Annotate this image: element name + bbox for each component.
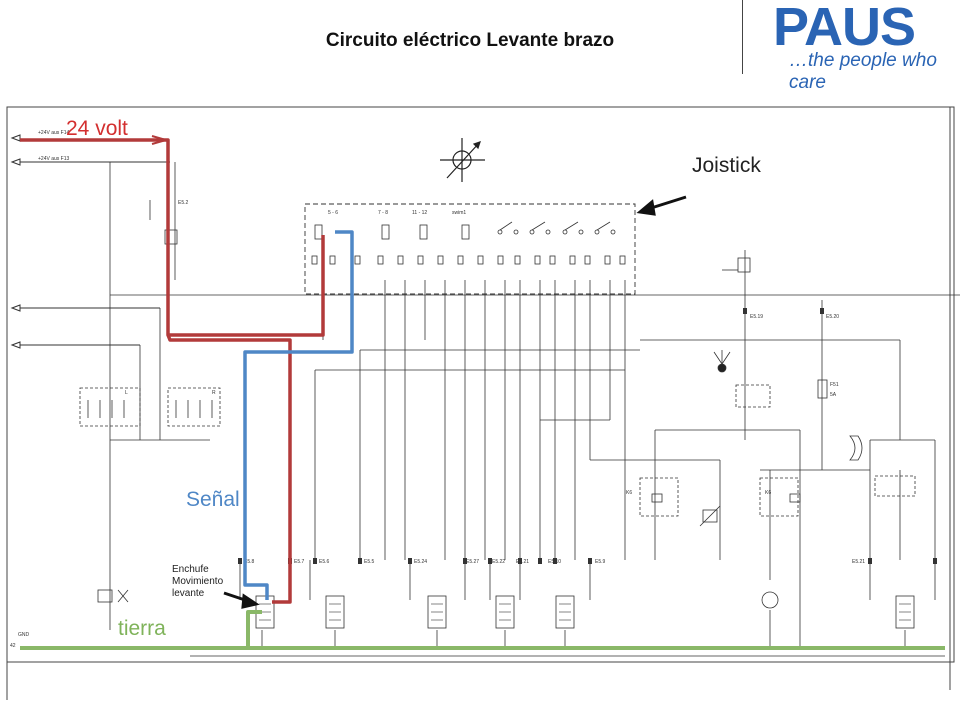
- e-label-6: E5.27: [466, 559, 479, 565]
- voltage-label: 24 volt: [66, 117, 128, 140]
- col3-text: 11 - 12: [412, 210, 427, 216]
- fuse-text: F51: [830, 382, 839, 388]
- feed-arrows: [10, 134, 170, 349]
- connector-arrow: [223, 591, 260, 609]
- connector-label: Enchufe Movimiento levante: [172, 564, 224, 599]
- e-label-4: E5.5: [364, 559, 375, 565]
- logo-word: PAUS: [773, 0, 916, 57]
- signal-path: [243, 230, 354, 600]
- joystick-contacts: [311, 221, 626, 265]
- logo: PAUS …the people who care: [742, 0, 960, 93]
- fuse-rating-text: 5A: [830, 392, 837, 398]
- e-label-10: E5.9: [595, 559, 606, 565]
- diagram-frame: [6, 106, 955, 663]
- col4-text: swim1: [452, 210, 466, 216]
- gnd-text: GND: [18, 632, 30, 638]
- col1-text: 5 - 6: [328, 210, 338, 216]
- terminal-strips: [255, 595, 915, 629]
- relay-r-text: R: [212, 390, 216, 396]
- signal-label: Señal: [186, 488, 240, 511]
- ground-path: [20, 610, 945, 650]
- connector-markers: [238, 308, 937, 564]
- feed1-text: +24V aus F14: [38, 130, 69, 136]
- logo-tagline: …the people who care: [789, 50, 937, 93]
- e-label-8: E5.21: [516, 559, 529, 565]
- ground-label: tierra: [118, 617, 166, 640]
- relay-l-text: L: [125, 390, 128, 396]
- feed2-text: +24V aus F13: [38, 156, 69, 162]
- k2-text: K6: [765, 490, 771, 496]
- e-label-3: E5.6: [319, 559, 330, 565]
- e-label-5: E5.24: [414, 559, 427, 565]
- page-title: Circuito eléctrico Levante brazo: [325, 30, 615, 51]
- voltage-path: [20, 138, 325, 604]
- right-components: [97, 257, 916, 609]
- col2-text: 7 - 8: [378, 210, 388, 216]
- e-label-11: E5.21: [852, 559, 865, 565]
- joystick-symbol: [440, 138, 485, 182]
- e-label-1: E5.8: [244, 559, 255, 565]
- e-label-13: E5.20: [826, 314, 839, 320]
- joystick-box: [304, 203, 636, 295]
- e-label-12: E5.19: [750, 314, 763, 320]
- relay-blocks: [79, 229, 221, 427]
- joystick-label: Joistick: [692, 154, 761, 177]
- ground-num-text: 42: [10, 643, 16, 649]
- e-label-7: E5.22: [492, 559, 505, 565]
- e-label-9: E5.10: [548, 559, 561, 565]
- joystick-arrow: [636, 195, 687, 216]
- k1-text: K6: [626, 490, 632, 496]
- e-label-14: E5.2: [178, 200, 189, 206]
- e-label-2: E5.7: [294, 559, 305, 565]
